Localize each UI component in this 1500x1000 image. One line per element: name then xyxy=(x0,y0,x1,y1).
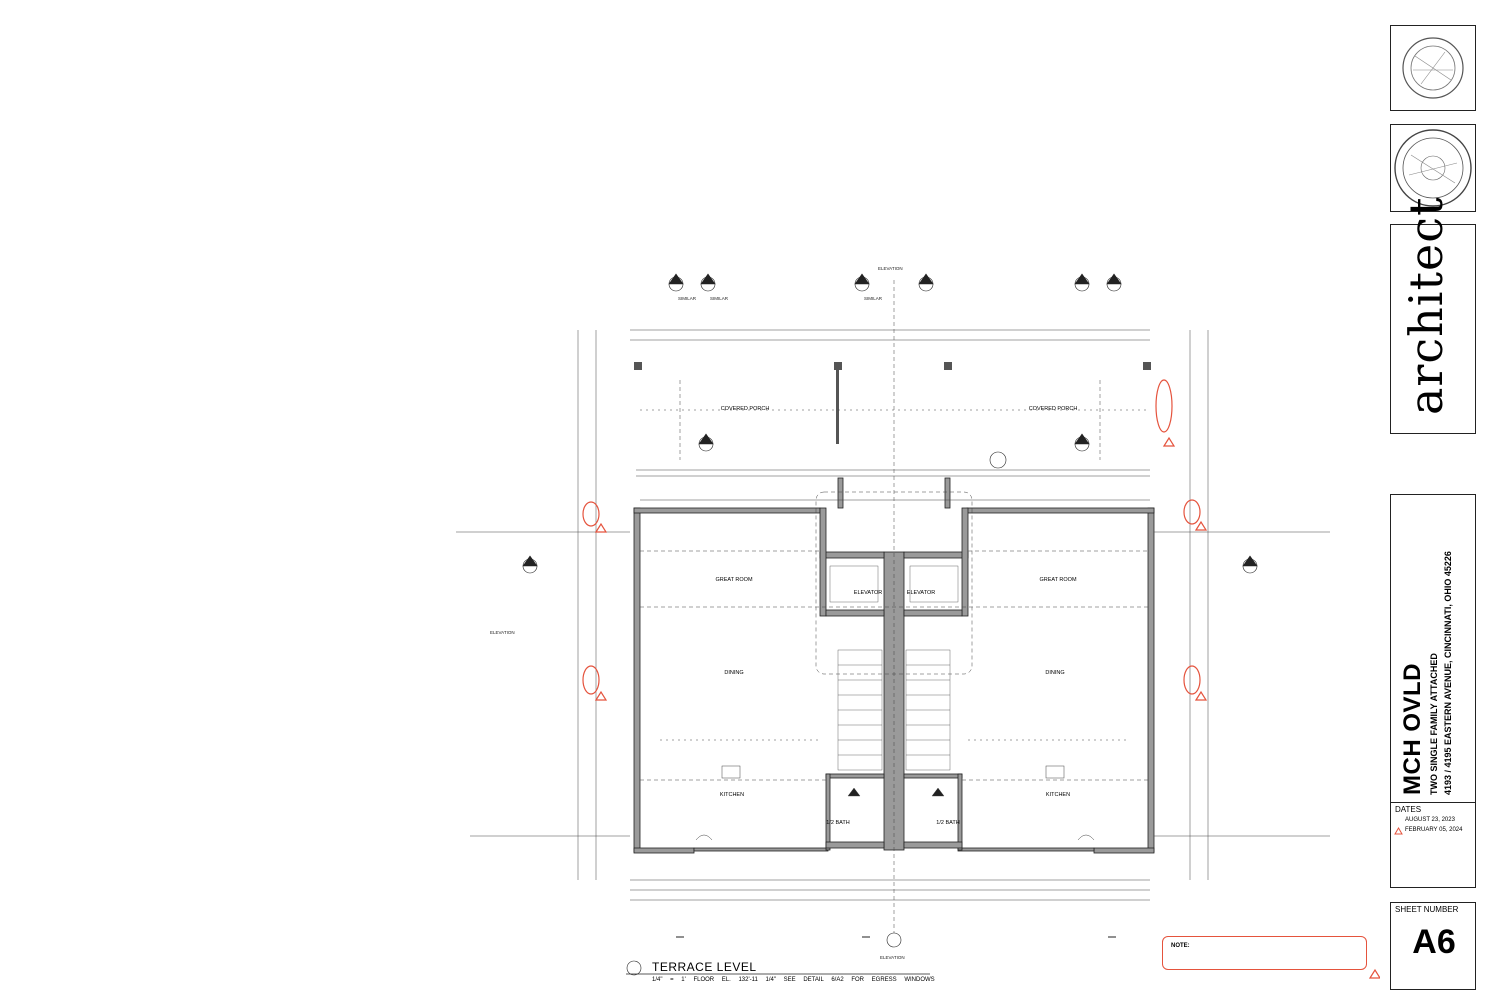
room-elevator-right: ELEVATOR xyxy=(906,590,936,596)
beam-lines xyxy=(640,280,1148,940)
label-elevation-bottom: ELEVATION xyxy=(880,955,905,960)
room-covered-porch-left: COVERED PORCH xyxy=(720,406,770,412)
sheet-number-panel: SHEET NUMBER A6 xyxy=(1390,902,1476,990)
label-elevation-top: ELEVATION xyxy=(878,266,903,271)
room-elevator-left: ELEVATOR xyxy=(853,590,883,596)
seal-icon xyxy=(1394,129,1472,207)
architect-panel: architect xyxy=(1390,197,1476,434)
revision-clouds xyxy=(582,379,1380,979)
revision-triangle-icon xyxy=(1394,827,1403,835)
room-great-room-right: GREAT ROOM xyxy=(1039,577,1077,583)
drawing-title: TERRACE LEVEL xyxy=(652,960,757,974)
dimension-lines xyxy=(456,329,1330,901)
sheet-number-label: SHEET NUMBER xyxy=(1395,905,1459,914)
label-similar-a: SIMILAR xyxy=(678,296,697,301)
room-dining-right: DINING xyxy=(1045,670,1065,676)
date-item: AUGUST 23, 2023 xyxy=(1405,817,1455,823)
architect-seal xyxy=(1390,124,1476,212)
project-panel: MCH OVLD TWO SINGLE FAMILY ATTACHED 4193… xyxy=(1390,494,1476,816)
note-title: NOTE: xyxy=(1171,943,1190,949)
porch-posts xyxy=(634,362,1151,444)
drawing-scale: 1/4" = 1' FLOOR EL. 132'-11 1/4" SEE DET… xyxy=(652,977,935,983)
dates-panel: DATES AUGUST 23, 2023 FEBRUARY 05, 2024 xyxy=(1390,802,1476,888)
project-title: MCH OVLD xyxy=(1399,663,1426,795)
date-item: FEBRUARY 05, 2024 xyxy=(1405,827,1463,833)
room-covered-porch-right: COVERED PORCH xyxy=(1028,406,1078,412)
room-kitchen-right: KITCHEN xyxy=(1045,792,1071,798)
architect-logo: architect xyxy=(1399,196,1453,415)
label-similar-c: SIMILAR xyxy=(864,296,883,301)
engineer-stamp xyxy=(1390,25,1476,111)
floor-plan xyxy=(456,273,1380,979)
section-markers xyxy=(522,273,1258,976)
room-great-room-left: GREAT ROOM xyxy=(715,577,753,583)
seal-icon xyxy=(1402,37,1464,99)
dates-label: DATES xyxy=(1395,805,1422,814)
room-dining-left: DINING xyxy=(724,670,744,676)
sheet-number: A6 xyxy=(1412,923,1456,961)
revision-note: NOTE: xyxy=(1162,936,1367,970)
label-elevation-left: ELEVATION xyxy=(490,630,515,635)
project-subtitle: TWO SINGLE FAMILY ATTACHED xyxy=(1429,653,1439,795)
kitchen-fixtures xyxy=(695,765,1095,841)
project-address: 4193 / 4195 EASTERN AVENUE, CINCINNATI, … xyxy=(1443,551,1453,795)
room-bath-right: 1/2 BATH xyxy=(936,820,960,826)
room-kitchen-left: KITCHEN xyxy=(719,792,745,798)
label-similar-b: SIMILAR xyxy=(710,296,729,301)
room-bath-left: 1/2 BATH xyxy=(826,820,850,826)
stairs xyxy=(829,565,959,797)
